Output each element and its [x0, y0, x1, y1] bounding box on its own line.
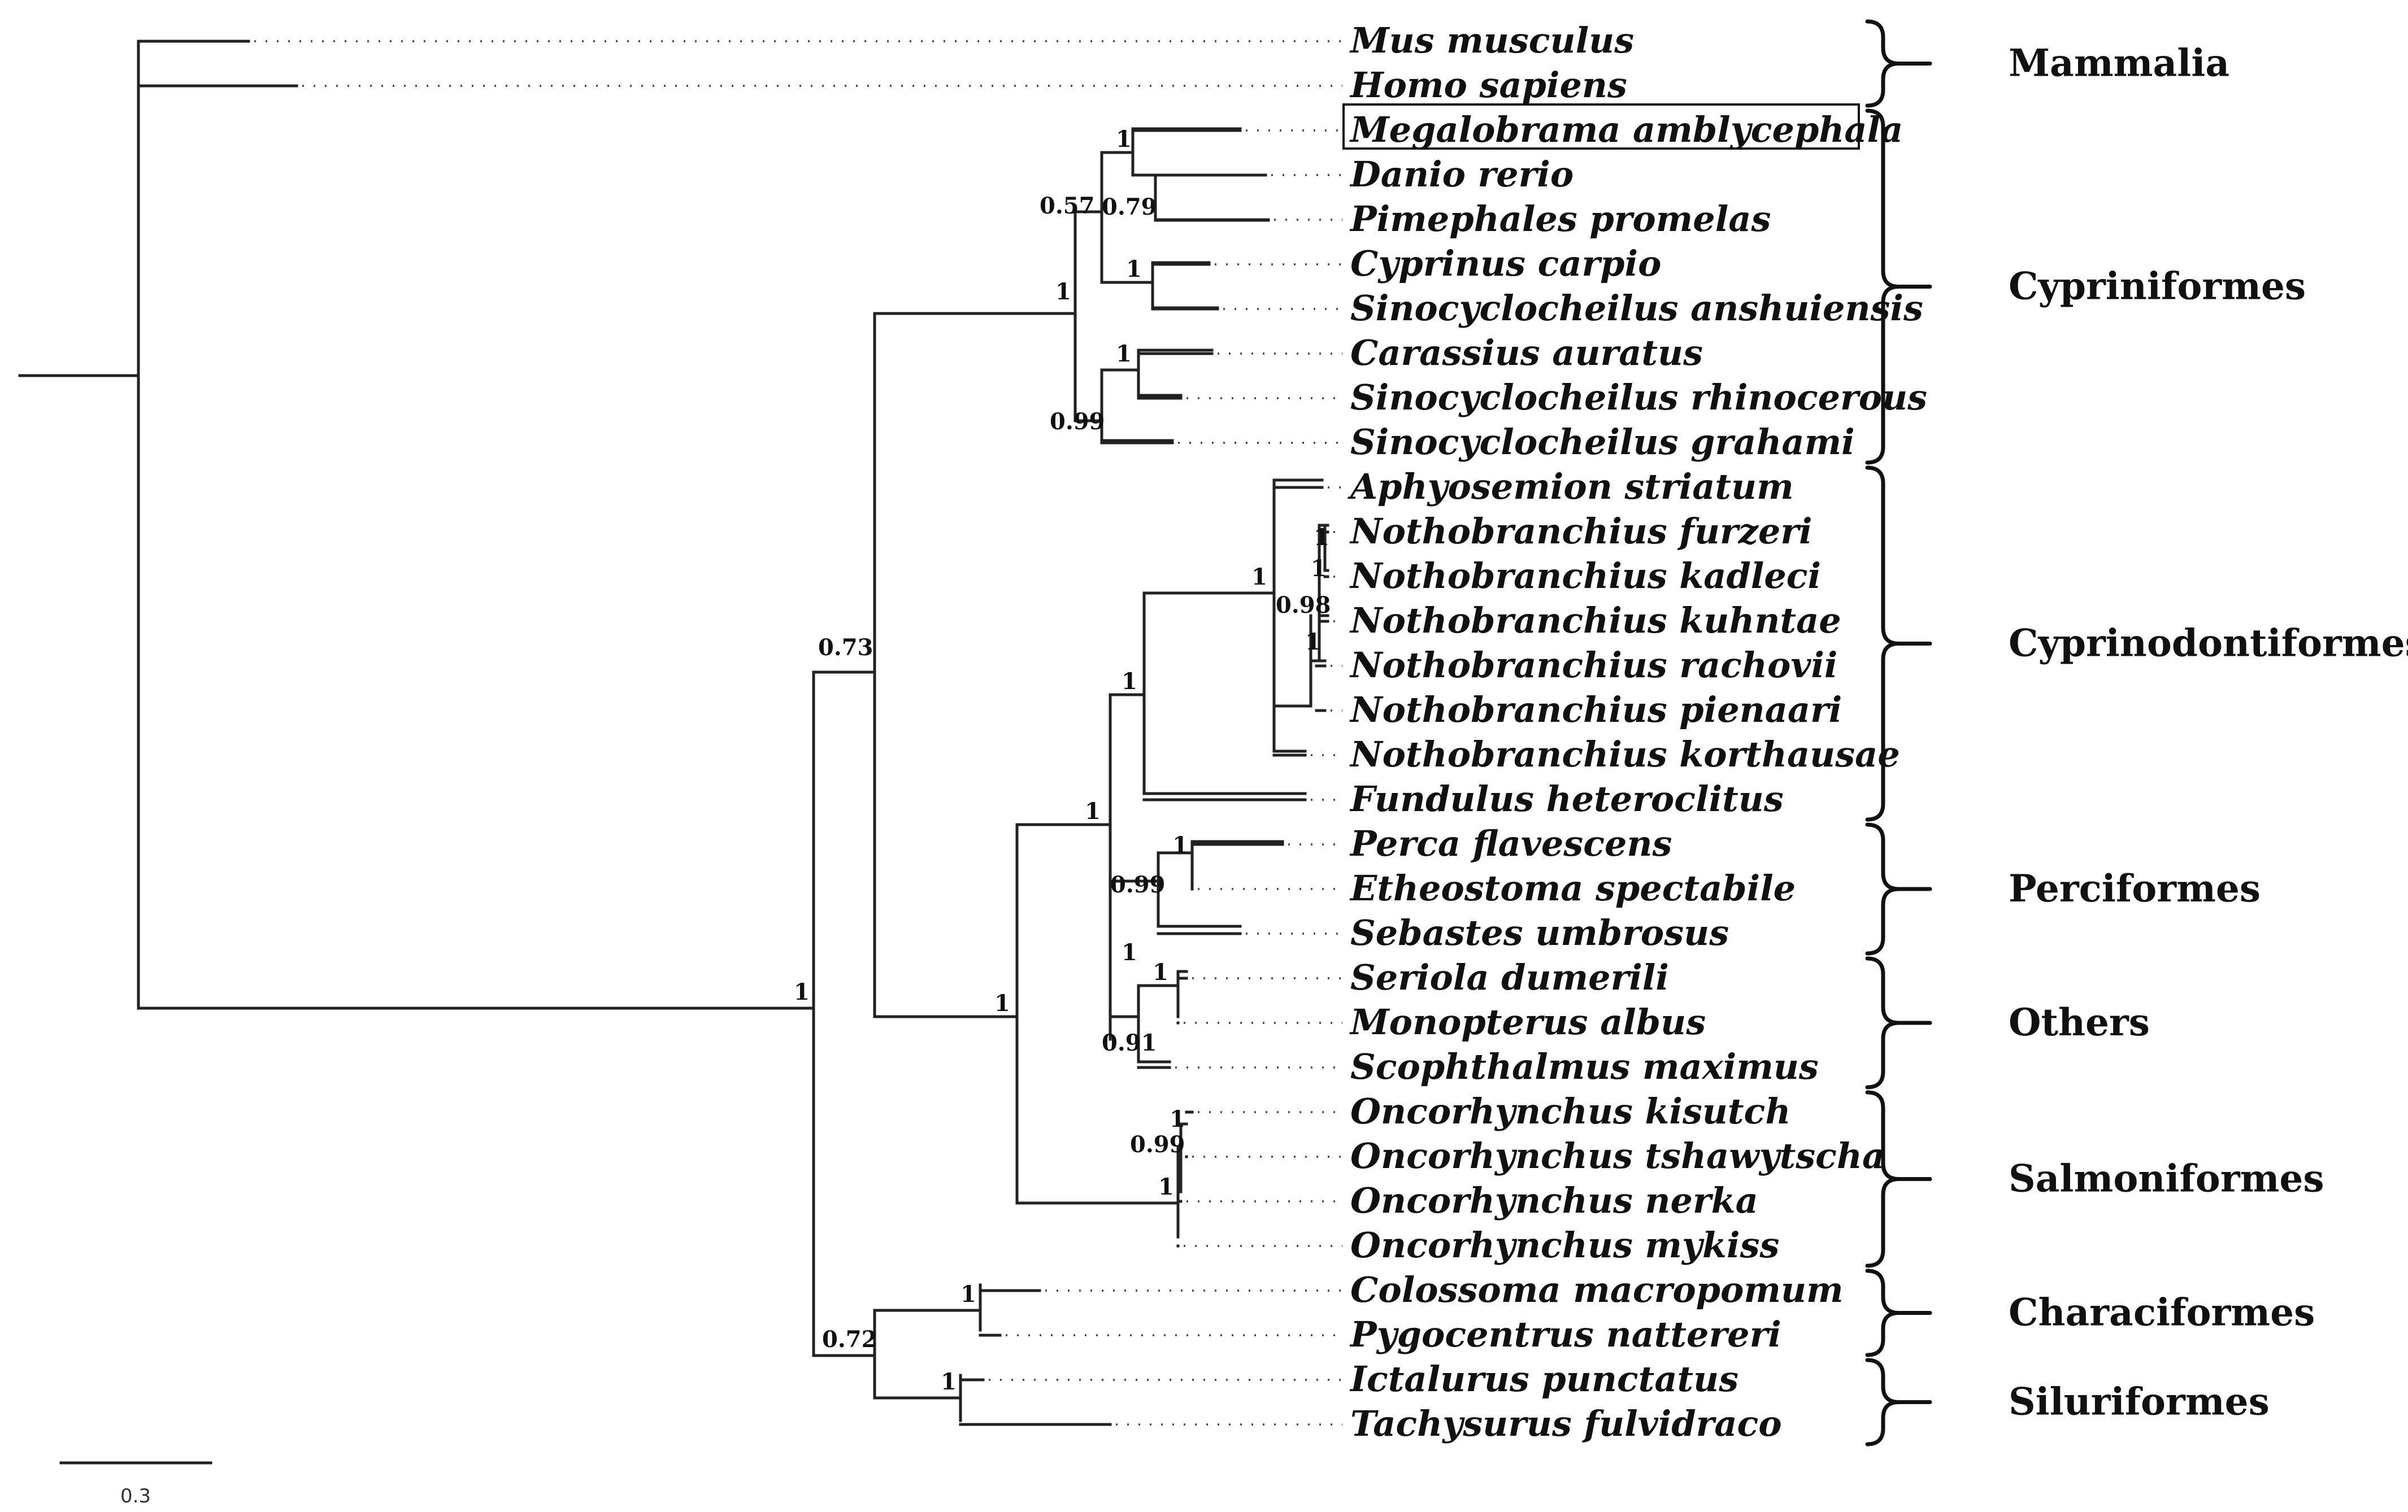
taxon-label: Nothobranchius pienaari [1349, 689, 1842, 730]
group-brace [1865, 1090, 1901, 1268]
support-values: 10.73110.5710.79110.991110.981110.991110… [794, 126, 1331, 1395]
taxon-label: Sinocyclocheilus rhinocerous [1350, 377, 1927, 418]
support-value: 1 [941, 1369, 957, 1395]
scale-bar: 0.3 [59, 1461, 212, 1507]
support-value: 0.73 [818, 634, 873, 661]
support-value: 1 [1158, 1174, 1174, 1200]
taxon-label: Pimephales promelas [1349, 198, 1771, 239]
support-value: 0.99 [1050, 408, 1105, 435]
support-value: 1 [1305, 629, 1321, 655]
group-brace [1865, 822, 1901, 956]
group-label: Characiformes [2009, 1291, 2315, 1335]
taxon-label: Sebastes umbrosus [1350, 912, 1729, 953]
support-value: 0.98 [1276, 592, 1331, 618]
taxon-label: Perca flavescens [1349, 823, 1672, 864]
support-value: 0.91 [1102, 1030, 1157, 1056]
taxon-label: Scophthalmus maximus [1350, 1046, 1819, 1087]
taxon-label: Monopterus albus [1349, 1001, 1706, 1043]
tree-branches [18, 40, 1329, 1426]
taxon-label: Nothobranchius furzeri [1349, 511, 1812, 552]
support-value: 0.79 [1102, 194, 1157, 220]
support-value: 1 [960, 1281, 976, 1308]
support-value: 1 [794, 979, 810, 1005]
support-value: 1 [1116, 126, 1132, 152]
group-brace [1865, 1358, 1901, 1446]
taxon-label: Oncorhynchus tshawytscha [1350, 1135, 1885, 1177]
support-value: 1 [1122, 939, 1137, 966]
taxon-label: Aphyosemion striatum [1348, 466, 1794, 507]
taxon-label: Colossoma macropomum [1350, 1269, 1844, 1310]
taxon-label: Megalobrama amblycephala [1349, 109, 1903, 150]
group-brace [1865, 1269, 1901, 1357]
taxon-label: Nothobranchius rachovii [1349, 644, 1837, 686]
support-value: 0.99 [1130, 1131, 1185, 1158]
scale-bar-label: 0.3 [120, 1485, 151, 1507]
taxon-label: Nothobranchius kuhntae [1349, 600, 1841, 641]
tip-leader-lines [254, 40, 1342, 1426]
taxon-label: Sinocyclocheilus grahami [1350, 421, 1855, 463]
support-value: 1 [1055, 278, 1071, 305]
support-value: 0.57 [1040, 193, 1094, 219]
group-label: Mammalia [2009, 41, 2229, 85]
group-label: Salmoniformes [2009, 1157, 2324, 1201]
support-value: 1 [1126, 256, 1142, 282]
support-value: 1 [1172, 832, 1188, 859]
taxon-label: Tachysurus fulvidraco [1350, 1403, 1782, 1444]
group-label: Cypriniformes [2009, 264, 2306, 308]
support-value: 0.99 [1110, 872, 1165, 898]
support-value: 1 [1122, 668, 1137, 695]
group-label: Cyprinodontiformes [2009, 621, 2408, 665]
support-value: 1 [1116, 341, 1132, 367]
group-label: Perciformes [2009, 866, 2261, 910]
taxon-label: Oncorhynchus kisutch [1350, 1091, 1790, 1132]
group-braces: MammaliaCypriniformesCyprinodontiformesP… [1865, 19, 2408, 1446]
taxon-label: Nothobranchius korthausae [1349, 734, 1900, 775]
taxon-label: Homo sapiens [1349, 64, 1627, 106]
taxon-label: Fundulus heteroclitus [1349, 778, 1784, 820]
support-value: 0.72 [822, 1326, 877, 1353]
group-brace [1865, 19, 1901, 108]
taxon-label: Seriola dumerili [1350, 957, 1669, 998]
group-label: Siluriformes [2009, 1380, 2270, 1424]
taxon-label: Cyprinus carpio [1350, 243, 1661, 284]
taxon-label: Carassius auratus [1350, 332, 1703, 373]
highlight-box [1342, 103, 1860, 150]
support-value: 1 [994, 990, 1010, 1017]
group-label: Others [2009, 1000, 2150, 1044]
taxon-label: Danio rerio [1349, 154, 1574, 195]
taxon-label: Etheostoma spectabile [1349, 868, 1796, 909]
taxon-label: Ictalurus punctatus [1349, 1358, 1738, 1400]
taxon-label: Pygocentrus nattereri [1349, 1314, 1781, 1355]
taxon-label: Oncorhynchus nerka [1350, 1180, 1758, 1221]
taxon-label: Mus musculus [1349, 20, 1634, 61]
taxon-label: Nothobranchius kadleci [1349, 555, 1821, 596]
support-value: 1 [1311, 555, 1327, 582]
support-value: 1 [1314, 524, 1329, 551]
support-value: 1 [1170, 1106, 1185, 1132]
support-value: 1 [1251, 564, 1267, 590]
group-brace [1865, 956, 1901, 1090]
support-value: 1 [1153, 959, 1168, 986]
support-value: 1 [1085, 798, 1101, 825]
taxon-label: Sinocyclocheilus anshuiensis [1350, 287, 1923, 329]
taxon-label: Oncorhynchus mykiss [1350, 1225, 1779, 1266]
